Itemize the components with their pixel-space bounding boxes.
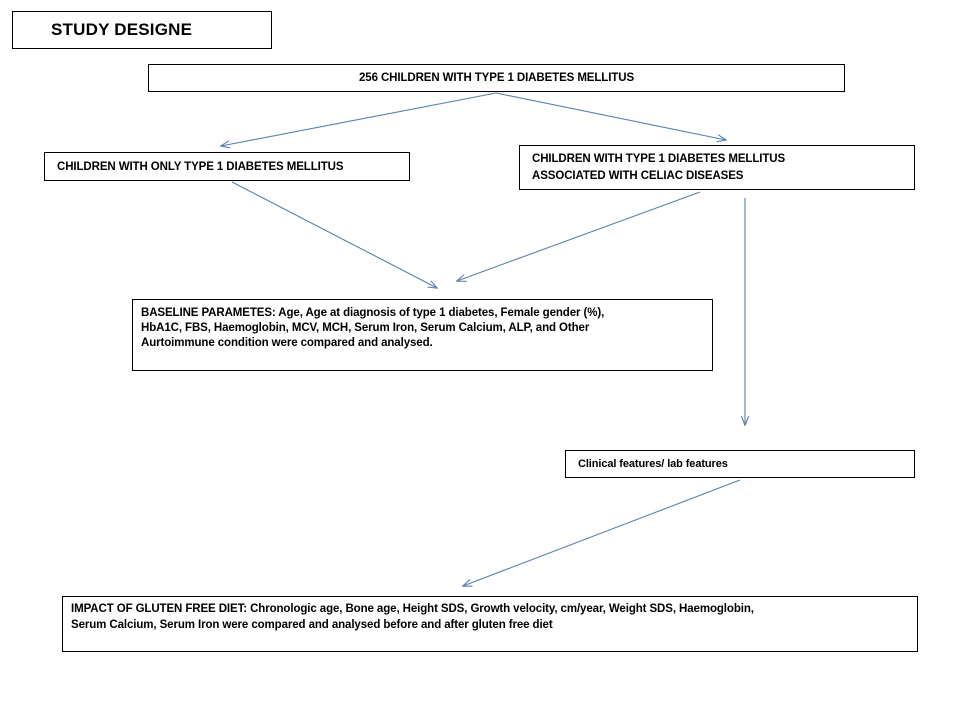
node-t1dm-with-celiac-line-2: ASSOCIATED WITH CELIAC DISEASES [532, 170, 744, 182]
node-total-cohort: 256 CHILDREN WITH TYPE 1 DIABETES MELLIT… [148, 64, 845, 92]
node-baseline-parameters-line-1: BASELINE PARAMETES: Age, Age at diagnosi… [141, 307, 605, 319]
node-gluten-free-diet-impact-line-1: IMPACT OF GLUTEN FREE DIET: Chronologic … [71, 603, 754, 615]
page-title: STUDY DESIGNE [51, 20, 193, 39]
node-baseline-parameters-line-3: Aurtoimmune condition were compared and … [141, 337, 433, 349]
arrow-cohort-to-t1dm-celiac [495, 92, 728, 143]
node-t1dm-with-celiac: CHILDREN WITH TYPE 1 DIABETES MELLITUS A… [519, 145, 915, 190]
node-gluten-free-diet-impact-line-2: Serum Calcium, Serum Iron were compared … [71, 619, 553, 631]
node-t1dm-only: CHILDREN WITH ONLY TYPE 1 DIABETES MELLI… [44, 152, 410, 181]
node-t1dm-only-line-1: CHILDREN WITH ONLY TYPE 1 DIABETES MELLI… [57, 160, 344, 173]
node-clinical-lab-features-line-1: Clinical features/ lab features [578, 458, 728, 470]
node-t1dm-with-celiac-line-1: CHILDREN WITH TYPE 1 DIABETES MELLITUS [532, 153, 786, 165]
node-clinical-lab-features: Clinical features/ lab features [565, 450, 915, 478]
arrow-clinical-to-gfd [461, 479, 741, 587]
node-total-cohort-line-1: 256 CHILDREN WITH TYPE 1 DIABETES MELLIT… [358, 72, 635, 84]
study-design-title-box: STUDY DESIGNE [12, 11, 272, 49]
arrow-t1dm-celiac-to-baseline [455, 191, 701, 282]
node-baseline-parameters: BASELINE PARAMETES: Age, Age at diagnosi… [132, 299, 713, 371]
node-gluten-free-diet-impact: IMPACT OF GLUTEN FREE DIET: Chronologic … [62, 596, 918, 652]
node-baseline-parameters-line-2: HbA1C, FBS, Haemoglobin, MCV, MCH, Serum… [141, 322, 590, 334]
arrow-t1dm-only-to-baseline [231, 181, 438, 289]
arrow-cohort-to-t1dm-only [219, 92, 497, 149]
